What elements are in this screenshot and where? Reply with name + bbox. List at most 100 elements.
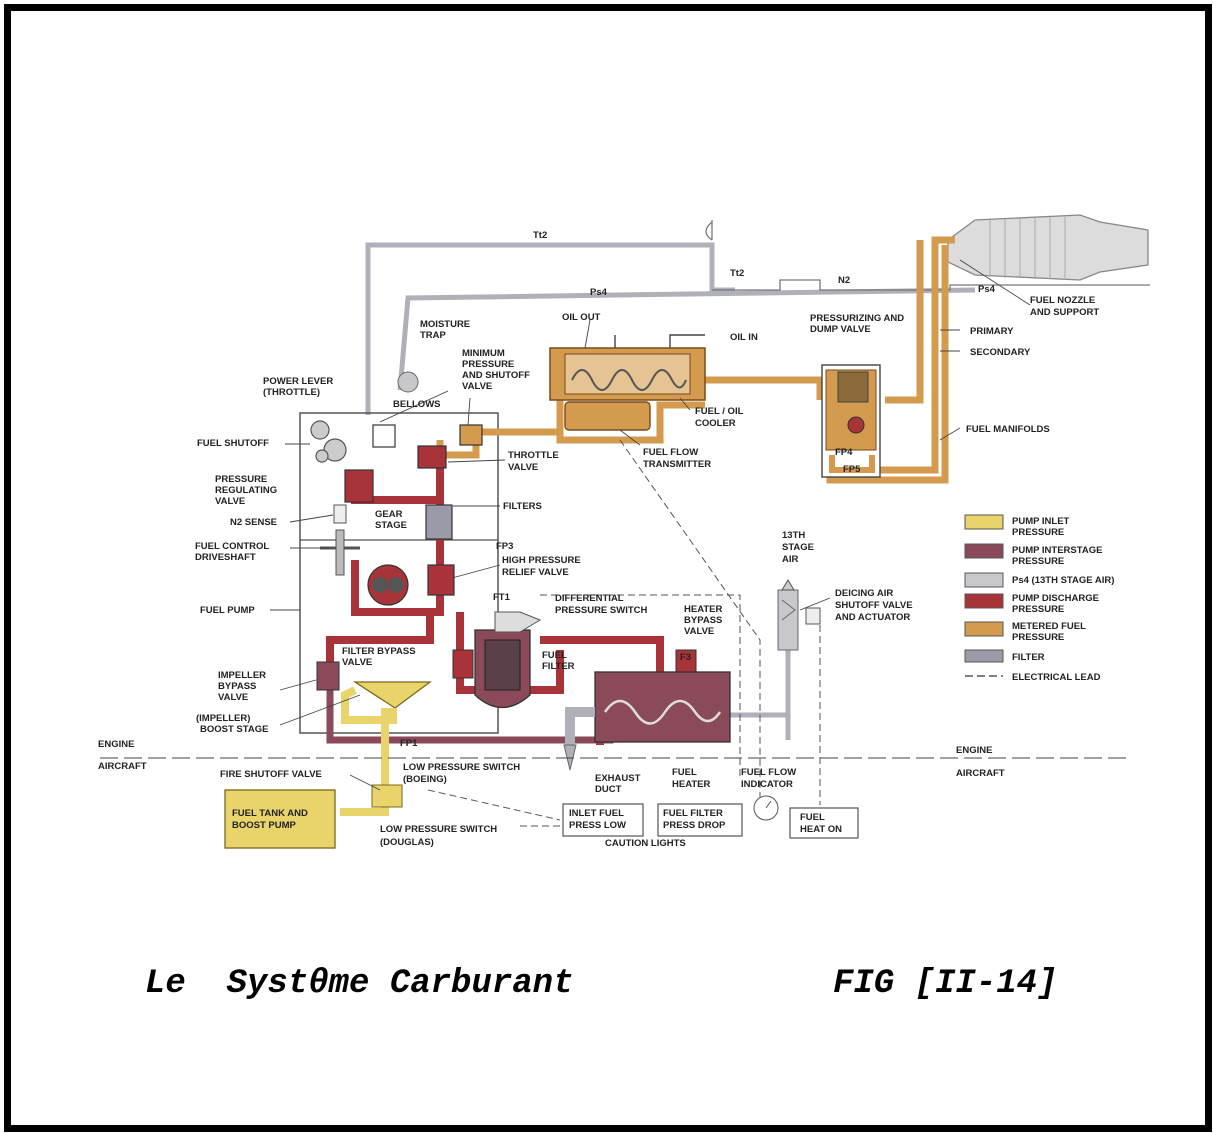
- label-lps-boeing-2: (BOEING): [403, 774, 447, 785]
- label-moisture-2: TRAP: [420, 330, 447, 341]
- tank-label-2: BOOST PUMP: [232, 820, 297, 831]
- label-filter-drop-1: FUEL FILTER: [663, 808, 723, 819]
- label-filters: FILTERS: [503, 501, 542, 512]
- label-fbv-2: VALVE: [342, 657, 372, 668]
- label-min-press-3: AND SHUTOFF: [462, 370, 530, 381]
- label-fuel-filter-2: FILTER: [542, 661, 575, 672]
- label-gear-1: GEAR: [375, 509, 403, 520]
- label-fuel-filter-1: FUEL: [542, 650, 567, 661]
- label-min-press-1: MINIMUM: [462, 348, 505, 359]
- label-hbv-2: BYPASS: [684, 615, 722, 626]
- label-oil-in: OIL IN: [730, 332, 758, 343]
- legend-1-line2: PRESSURE: [1012, 556, 1064, 567]
- diagram-labels: Tt2 Tt2 N2 Ps4 Ps4 FUEL NOZZLE AND SUPPO…: [98, 230, 1099, 849]
- label-fuel-heater-1: FUEL: [672, 767, 697, 778]
- fuel-flow-transmitter: [565, 402, 650, 430]
- label-fuel-manifolds: FUEL MANIFOLDS: [966, 424, 1050, 435]
- label-ps4-top: Ps4: [590, 287, 608, 298]
- label-fp5: FP5: [843, 464, 861, 475]
- label-tt2-top: Tt2: [533, 230, 547, 241]
- label-engine-left: ENGINE: [98, 739, 134, 750]
- legend-swatch-5: [965, 650, 1003, 662]
- label-fbv-1: FILTER BYPASS: [342, 646, 416, 657]
- label-ffx-1: FUEL FLOW: [643, 447, 698, 458]
- label-press-dump-1: PRESSURIZING AND: [810, 313, 904, 324]
- high-pressure-relief-valve: [428, 565, 454, 595]
- label-fuel-pump: FUEL PUMP: [200, 605, 255, 616]
- label-lps-douglas-1: LOW PRESSURE SWITCH: [380, 824, 497, 835]
- legend-4-line1: METERED FUEL: [1012, 621, 1086, 632]
- label-n2-sense: N2 SENSE: [230, 517, 277, 528]
- label-caution-lights: CAUTION LIGHTS: [605, 838, 686, 849]
- min-pressure-valve: [460, 425, 482, 445]
- fuel-control-driveshaft: [336, 530, 344, 575]
- label-ibs-2: BOOST STAGE: [200, 724, 268, 735]
- label-oil-out: OIL OUT: [562, 312, 601, 323]
- label-fcd-1: FUEL CONTROL: [195, 541, 269, 552]
- label-inlet-fuel-2: PRESS LOW: [569, 820, 626, 831]
- label-aircraft-left: AIRCRAFT: [98, 761, 147, 772]
- label-exhaust-1: EXHAUST: [595, 773, 641, 784]
- label-fuel-oil-2: COOLER: [695, 418, 736, 429]
- legend-0-line2: PRESSURE: [1012, 527, 1064, 538]
- caption-figure-number: FIG [II-14]: [833, 965, 1057, 1003]
- pressure-regulating-valve: [345, 470, 373, 502]
- label-stage13-1: 13TH: [782, 530, 805, 541]
- impeller-bypass-valve: [317, 662, 339, 690]
- label-stage13-3: AIR: [782, 554, 799, 565]
- label-fuel-nozzle-2: AND SUPPORT: [1030, 307, 1099, 318]
- label-bellows: BELLOWS: [393, 399, 441, 410]
- label-fp1: FP1: [400, 738, 418, 749]
- label-ibs-1: (IMPELLER): [196, 713, 250, 724]
- fuel-tank: [225, 790, 335, 848]
- label-ibv-3: VALVE: [218, 692, 248, 703]
- label-fp3: FP3: [496, 541, 513, 552]
- label-stage13-2: STAGE: [782, 542, 814, 553]
- label-throttle-2: VALVE: [508, 462, 538, 473]
- label-fp4: FP4: [835, 447, 853, 458]
- label-press-dump-2: DUMP VALVE: [810, 324, 871, 335]
- label-ffx-2: TRANSMITTER: [643, 459, 711, 470]
- label-primary: PRIMARY: [970, 326, 1014, 337]
- label-fuel-heater-2: HEATER: [672, 779, 710, 790]
- legend-2-line1: Ps4 (13TH STAGE AIR): [1012, 575, 1114, 586]
- label-deicing-3: AND ACTUATOR: [835, 612, 910, 623]
- label-filter-drop-2: PRESS DROP: [663, 820, 726, 831]
- legend-swatch-2: [965, 573, 1003, 587]
- legend-3-line2: PRESSURE: [1012, 604, 1064, 615]
- legend-1-line1: PUMP INTERSTAGE: [1012, 545, 1102, 556]
- label-power-lever-1: POWER LEVER: [263, 376, 333, 387]
- label-inlet-fuel-1: INLET FUEL: [569, 808, 624, 819]
- label-ffi-1: FUEL FLOW: [741, 767, 796, 778]
- legend-6-line1: ELECTRICAL LEAD: [1012, 672, 1101, 683]
- legend-4-line2: PRESSURE: [1012, 632, 1064, 643]
- legend-swatch-1: [965, 544, 1003, 558]
- pressurizing-dump-valve: [822, 365, 880, 477]
- fuel-heater: [564, 672, 730, 770]
- label-tt2: Tt2: [730, 268, 744, 279]
- impeller-boost-stage: [355, 682, 430, 708]
- filters: [426, 505, 452, 539]
- legend-swatch-0: [965, 515, 1003, 529]
- label-fuel-nozzle-1: FUEL NOZZLE: [1030, 295, 1095, 306]
- label-fuel-shutoff: FUEL SHUTOFF: [197, 438, 269, 449]
- label-secondary: SECONDARY: [970, 347, 1031, 358]
- engine-core: [948, 215, 1148, 280]
- n2-sense: [334, 505, 346, 523]
- caption-title: Le Systθme Carburant: [145, 965, 573, 1003]
- label-deicing-2: SHUTOFF VALVE: [835, 600, 913, 611]
- label-prv-3: VALVE: [215, 496, 245, 507]
- throttle-valve: [418, 446, 446, 468]
- label-exhaust-2: DUCT: [595, 784, 622, 795]
- legend: PUMP INLET PRESSURE PUMP INTERSTAGE PRES…: [965, 515, 1114, 683]
- label-fuel-heat-1: FUEL: [800, 812, 825, 823]
- label-ibv-1: IMPELLER: [218, 670, 266, 681]
- label-prv-1: PRESSURE: [215, 474, 267, 485]
- label-fcd-2: DRIVESHAFT: [195, 552, 256, 563]
- label-hbv-1: HEATER: [684, 604, 722, 615]
- power-lever: [311, 421, 346, 462]
- label-fuel-oil-1: FUEL / OIL: [695, 406, 744, 417]
- bellows: [373, 425, 395, 447]
- label-ffi-2: INDICATOR: [741, 779, 793, 790]
- label-power-lever-2: (THROTTLE): [263, 387, 320, 398]
